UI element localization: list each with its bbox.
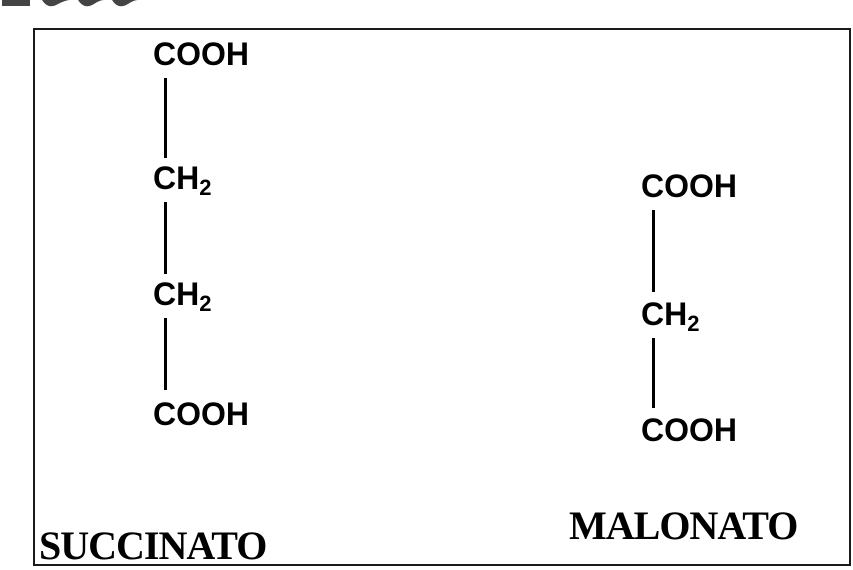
malonato-label: MALONATO [569, 503, 798, 548]
succinato-group-3: CH2 [153, 276, 212, 316]
succinato-bond-1 [164, 78, 167, 158]
succinato-group-1: COOH [153, 36, 249, 72]
succinato-group-2: CH2 [153, 160, 212, 200]
succinato-bond-2 [164, 202, 167, 274]
succinato-label: SUCCINATO [39, 523, 267, 568]
malonato-group-3: COOH [641, 412, 737, 448]
malonato-bond-2 [652, 338, 655, 408]
succinato-bond-3 [164, 318, 167, 390]
diagram-frame: COOH CH2 CH2 COOH COOH CH2 COOH SUCCINAT… [33, 28, 851, 566]
cropped-glyphs [2, 0, 138, 7]
malonato-group-1: COOH [641, 168, 737, 204]
cropped-heading-fragment [0, 0, 140, 12]
malonato-group-2: CH2 [641, 296, 700, 336]
malonato-bond-1 [652, 210, 655, 292]
succinato-group-4: COOH [153, 396, 249, 432]
